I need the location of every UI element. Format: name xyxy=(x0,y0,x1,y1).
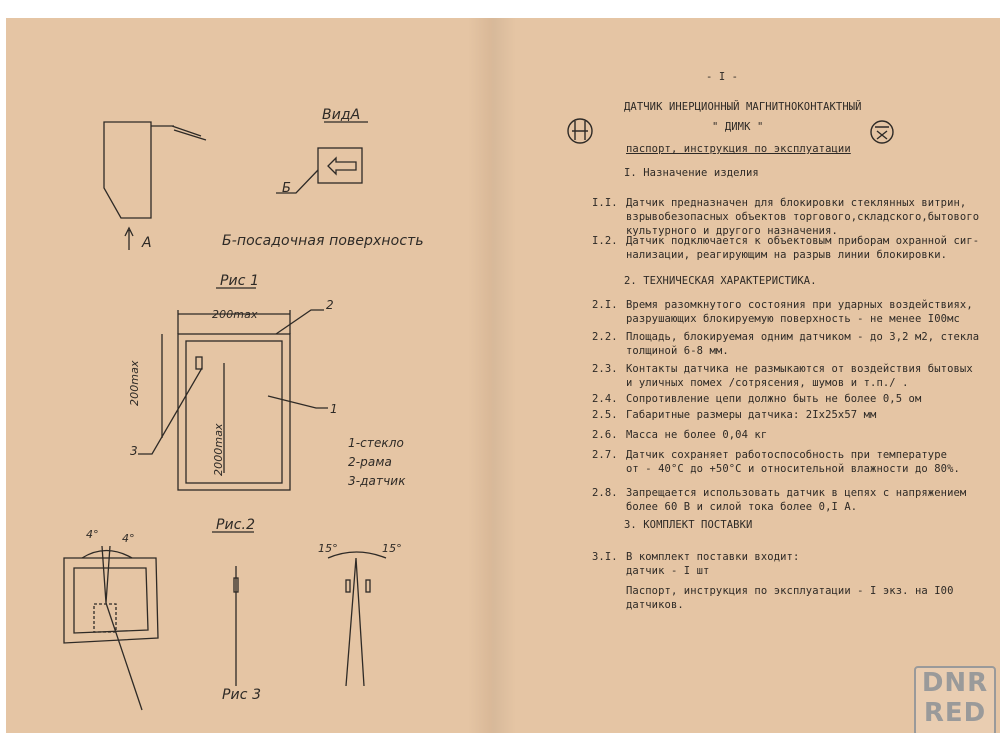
doc-model: " ДИМК " xyxy=(712,121,764,133)
item-number: I.2. xyxy=(592,235,618,247)
sensor-tilt-b xyxy=(365,579,371,593)
legend-frame: 2-рама xyxy=(348,455,392,469)
dim-side: 200max xyxy=(128,360,141,406)
item-line: Контакты датчика не размыкаются от возде… xyxy=(626,363,973,375)
quality-mark-glyph xyxy=(572,121,588,140)
paper-fold xyxy=(468,18,516,733)
item-number: 2.4. xyxy=(592,393,618,405)
callout-2: 2 xyxy=(326,298,334,312)
item-line: более 60 В и силой тока более 0,I А. xyxy=(626,501,858,513)
legend-sensor: 3-датчик xyxy=(348,474,406,488)
item-line: и уличных помех /сотрясения, шумов и т.п… xyxy=(626,377,909,389)
watermark-line-2: RED xyxy=(923,698,987,728)
sensor-on-glass xyxy=(195,356,203,370)
item-line: разрушающих блокируемую поверхность - не… xyxy=(626,313,960,325)
mount-plate-inner xyxy=(73,567,149,634)
doc-subtitle: паспорт, инструкция по эксплуатации xyxy=(626,143,851,155)
lead-line-left xyxy=(105,602,143,711)
item-line: Датчик подключается к объектовым прибора… xyxy=(626,235,980,247)
item-line: Время разомкнутого состояния при ударных… xyxy=(626,299,973,311)
sensor-vertical-body xyxy=(233,577,239,593)
item-number: 3.I. xyxy=(592,551,618,563)
section-heading: 3. КОМПЛЕКТ ПОСТАВКИ xyxy=(624,519,753,531)
sensor-wire xyxy=(151,125,207,141)
item-line: взрывобезопасных объектов торгового,скла… xyxy=(626,211,980,223)
sensor-dashed xyxy=(93,603,117,633)
state-mark-glyph xyxy=(875,126,889,140)
item-line: Сопротивление цепи должно быть не более … xyxy=(626,393,922,405)
callout-1: 1 xyxy=(330,402,338,416)
item-number: 2.I. xyxy=(592,299,618,311)
fig2-caption: Рис.2 xyxy=(216,517,256,533)
callout-3: 3 xyxy=(130,444,138,458)
frame-inner xyxy=(185,340,283,484)
leader-2 xyxy=(275,309,324,335)
dim-top-line xyxy=(177,310,291,334)
item-line: Масса не более 0,04 кг xyxy=(626,429,768,441)
label-b: Б xyxy=(282,181,292,196)
view-a-label: ВидА xyxy=(322,107,361,123)
item-number: 2.6. xyxy=(592,429,618,441)
frame-outer xyxy=(177,333,291,491)
item-number: 2.2. xyxy=(592,331,618,343)
item-line: Датчик сохраняет работоспособность при т… xyxy=(626,449,948,461)
mount-plate xyxy=(63,557,159,644)
page-number: - I - xyxy=(706,71,739,83)
item-line: датчиков. xyxy=(626,599,684,611)
item-line: В комплект поставки входит: xyxy=(626,551,800,563)
item-line: Запрещается использовать датчик в цепях … xyxy=(626,487,967,499)
fig1-caption: Рис 1 xyxy=(220,273,260,289)
item-line: Площадь, блокируемая одним датчиком - до… xyxy=(626,331,980,343)
arrow-a xyxy=(124,226,134,250)
item-line: Габаритные размеры датчика: 2Iх25х57 мм xyxy=(626,409,877,421)
item-line: от - 40°С до +50°С и относительной влажн… xyxy=(626,463,960,475)
doc-title: ДАТЧИК ИНЕРЦИОННЫЙ МАГНИТНОКОНТАКТНЫЙ xyxy=(624,101,862,113)
dim-long: 2000max xyxy=(212,423,225,476)
b-caption: Б-посадочная поверхность xyxy=(222,233,424,249)
item-line: нализации, реагирующим на разрыв линии б… xyxy=(626,249,948,261)
leader-3 xyxy=(138,367,203,455)
state-mark-icon xyxy=(870,120,894,144)
item-line: датчик - I шт xyxy=(626,565,710,577)
item-line: толщиной 6-8 мм. xyxy=(626,345,729,357)
fig3-caption: Рис 3 xyxy=(222,687,262,703)
technical-drawings xyxy=(63,118,894,711)
section-heading: 2. ТЕХНИЧЕСКАЯ ХАРАКТЕРИСТИКА. xyxy=(624,275,817,287)
item-number: I.I. xyxy=(592,197,618,209)
view-a-box xyxy=(317,147,363,184)
leader-b xyxy=(276,169,319,194)
legend-glass: 1-стекло xyxy=(348,436,404,450)
watermark-line-1: DNR xyxy=(921,668,989,698)
dim-top: 200max xyxy=(212,308,258,321)
quality-mark-icon xyxy=(567,118,593,144)
watermark-logo: DNR RED xyxy=(914,666,996,733)
item-line: Паспорт, инструкция по эксплуатации - I … xyxy=(626,585,954,597)
item-number: 2.8. xyxy=(592,487,618,499)
item-number: 2.5. xyxy=(592,409,618,421)
angle-right-1: 15° xyxy=(318,542,338,555)
view-a-inner-arrow xyxy=(327,156,357,176)
sensor-side-view xyxy=(103,121,152,219)
legend: 1-стекло 2-рама 3-датчик xyxy=(348,434,406,491)
leader-1 xyxy=(267,395,328,409)
document-sheet: ВидА А Б Б-посадочная поверхность Рис 1 … xyxy=(6,18,1000,733)
angle-right-2: 15° xyxy=(382,542,402,555)
sensor-tilt-a xyxy=(345,579,351,593)
item-number: 2.7. xyxy=(592,449,618,461)
section-heading: I. Назначение изделия xyxy=(624,167,759,179)
angle-lines-left xyxy=(81,545,133,604)
arrow-a-label: А xyxy=(142,235,152,251)
item-number: 2.3. xyxy=(592,363,618,375)
item-line: Датчик предназначен для блокировки стекл… xyxy=(626,197,967,209)
angle-left-1: 4° xyxy=(86,528,99,541)
angle-left-2: 4° xyxy=(122,532,135,545)
angle-fan-right xyxy=(327,551,387,687)
item-line: культурного и другого назначения. xyxy=(626,225,838,237)
